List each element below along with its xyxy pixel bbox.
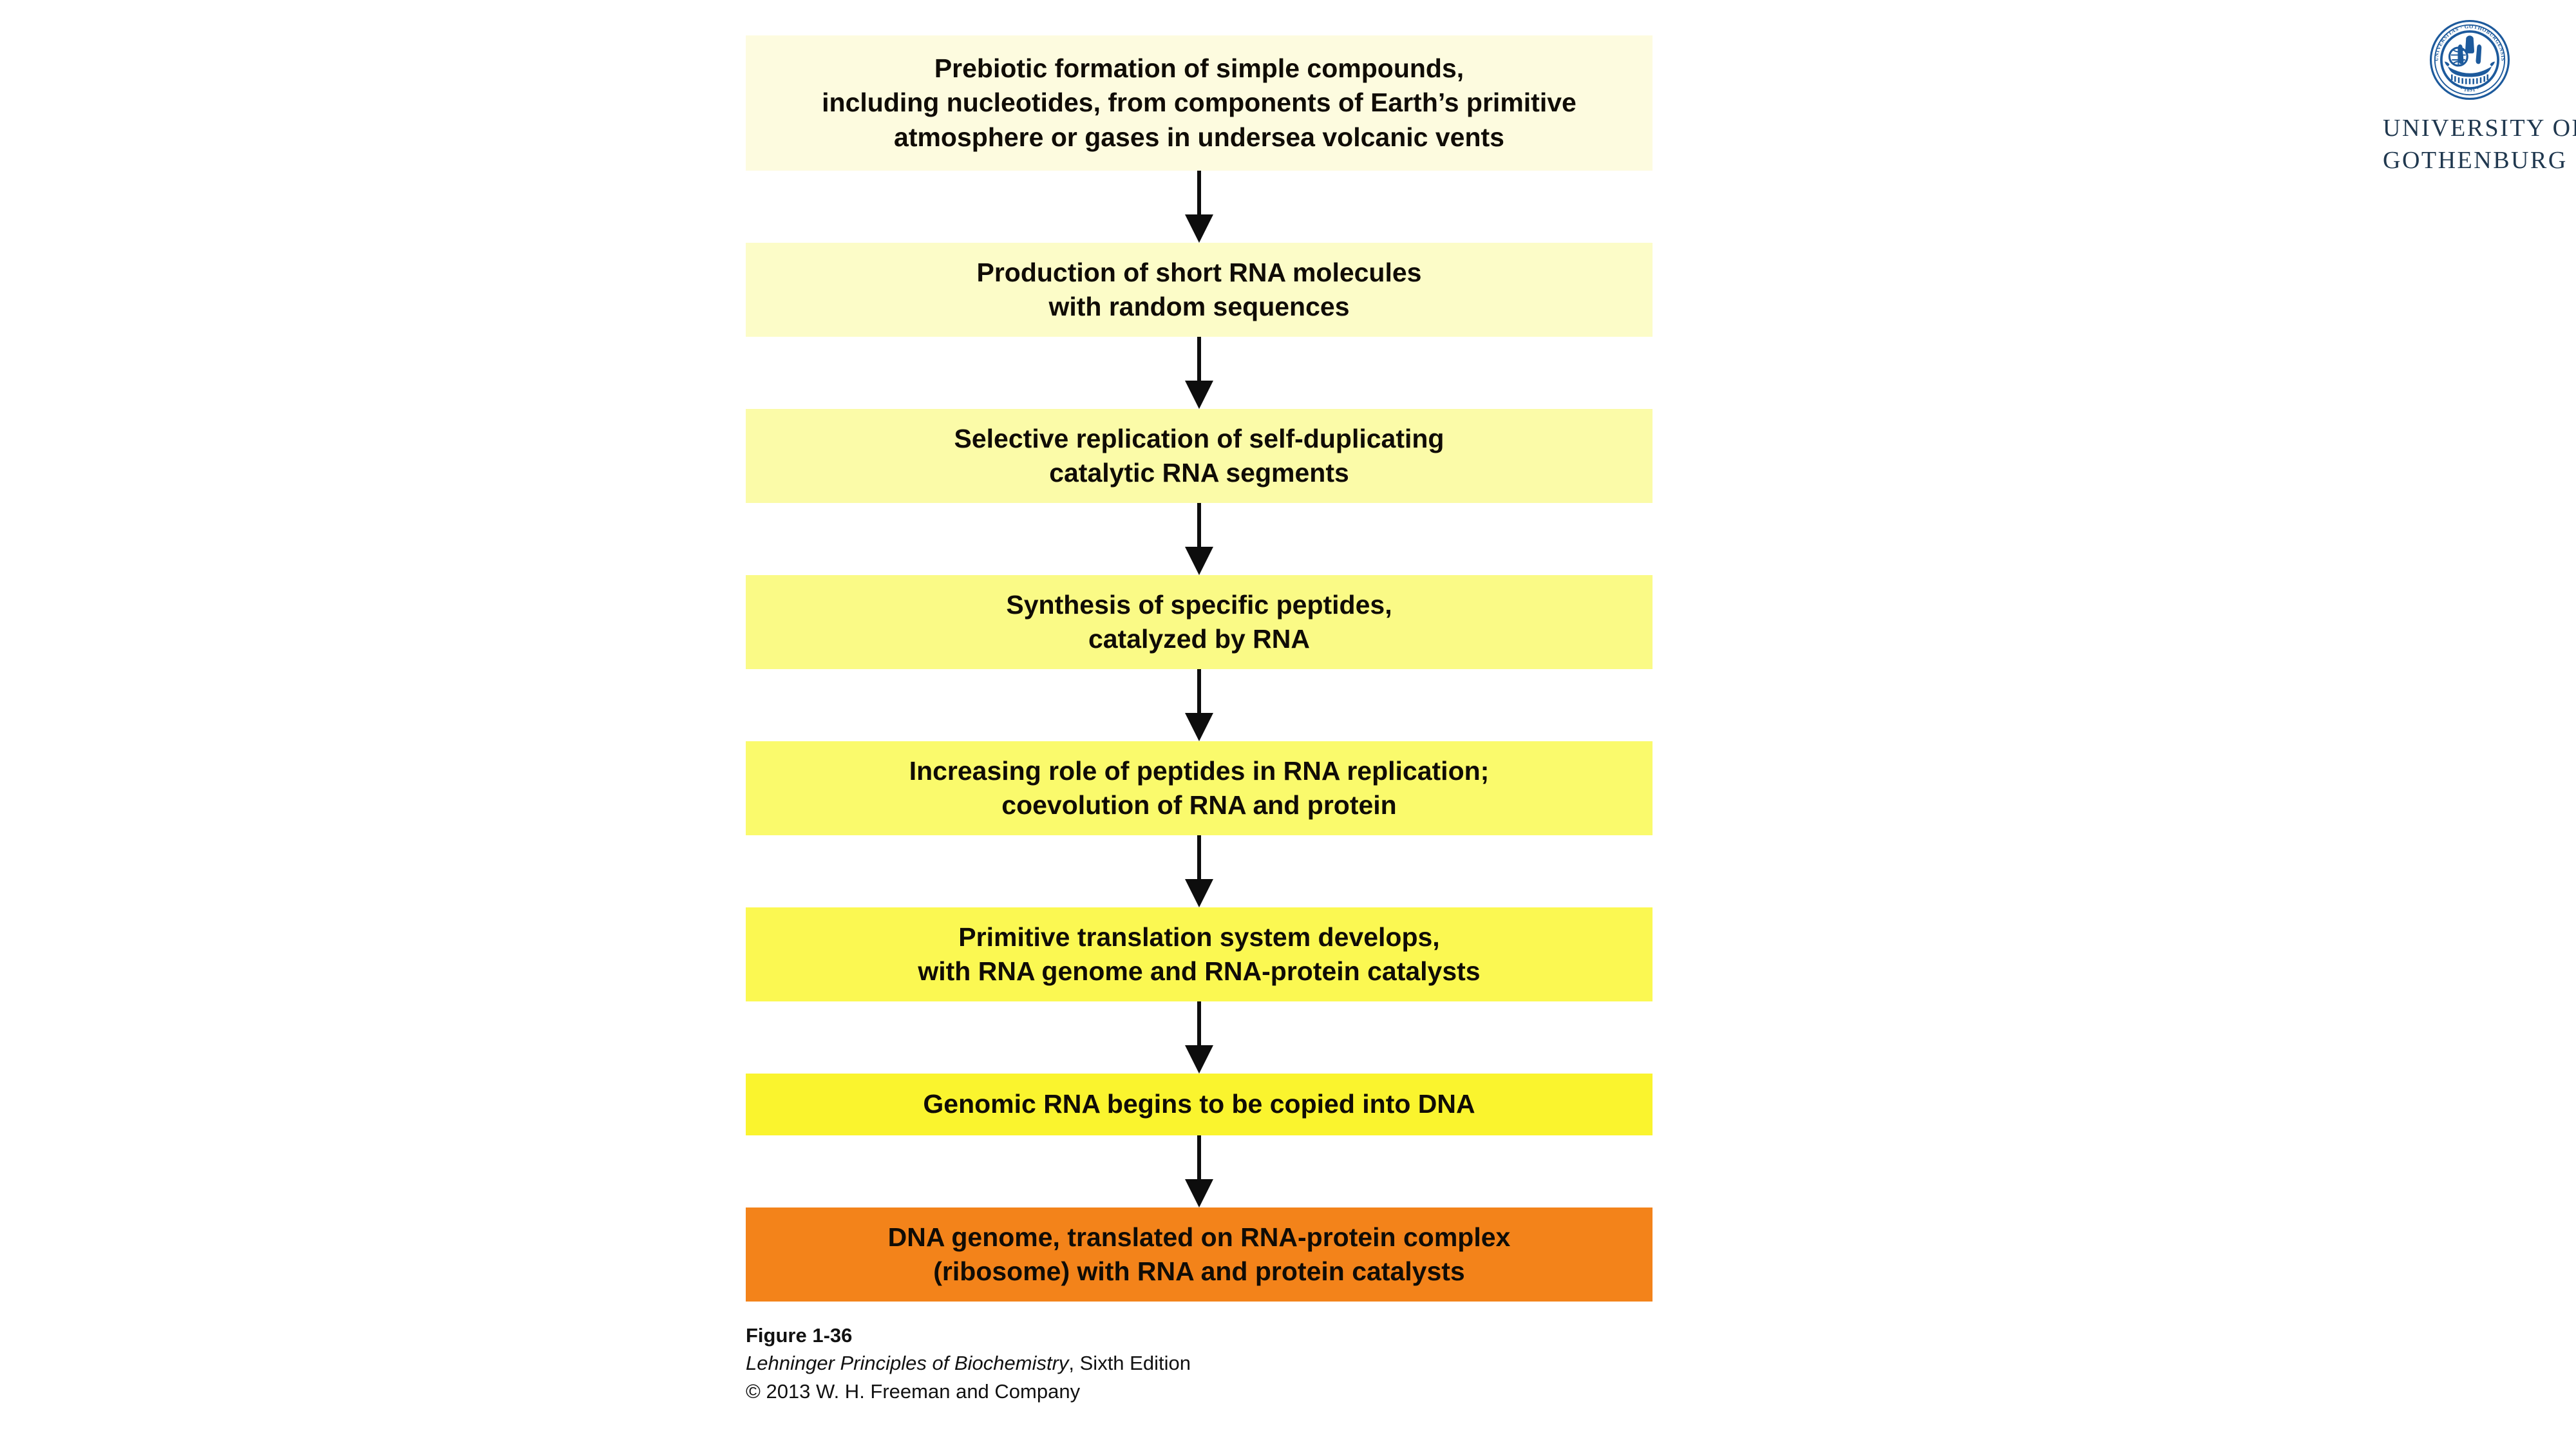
arrow-head-icon bbox=[1185, 879, 1213, 907]
arrow-shaft-icon bbox=[1197, 1135, 1201, 1186]
flow-box-1-line-1: Prebiotic formation of simple compounds, bbox=[934, 53, 1464, 84]
flow-box-2-line-1: Production of short RNA molecules bbox=[976, 257, 1422, 287]
flow-box-2-line-2: with random sequences bbox=[1048, 292, 1350, 321]
flow-arrow-4-to-5 bbox=[746, 669, 1653, 741]
flow-box-text-7: Genomic RNA begins to be copied into DNA bbox=[923, 1087, 1475, 1121]
arrow-shaft-icon bbox=[1197, 171, 1201, 221]
arrow-head-icon bbox=[1185, 713, 1213, 741]
flow-arrow-1-to-2 bbox=[746, 171, 1653, 243]
flow-arrow-5-to-6 bbox=[746, 835, 1653, 907]
flow-box-8-line-1: DNA genome, translated on RNA-protein co… bbox=[887, 1222, 1511, 1252]
flow-box-text-3: Selective replication of self-duplicatin… bbox=[954, 422, 1444, 491]
flow-step-6: Primitive translation system develops, wi… bbox=[746, 907, 1653, 1001]
flowchart: Prebiotic formation of simple compounds,… bbox=[746, 35, 1653, 1302]
flow-box-text-4: Synthesis of specific peptides, catalyzed… bbox=[1006, 588, 1392, 657]
figure-source: Lehninger Principles of Biochemistry, Si… bbox=[746, 1349, 1191, 1377]
flow-box-3-line-2: catalytic RNA segments bbox=[1049, 458, 1349, 488]
flow-box-3-line-1: Selective replication of self-duplicatin… bbox=[954, 423, 1444, 453]
flow-box-4-line-2: catalyzed by RNA bbox=[1088, 624, 1311, 654]
flow-step-3: Selective replication of self-duplicatin… bbox=[746, 409, 1653, 503]
arrow-shaft-icon bbox=[1197, 835, 1201, 886]
arrow-head-icon bbox=[1185, 1045, 1213, 1074]
flow-step-2: Production of short RNA molecules with ra… bbox=[746, 243, 1653, 337]
flow-arrow-2-to-3 bbox=[746, 337, 1653, 409]
figure-number: Figure 1-36 bbox=[746, 1324, 853, 1347]
arrow-head-icon bbox=[1185, 1179, 1213, 1208]
flow-box-text-1: Prebiotic formation of simple compounds,… bbox=[822, 52, 1577, 155]
arrow-head-icon bbox=[1185, 547, 1213, 575]
arrow-shaft-icon bbox=[1197, 503, 1201, 553]
flow-box-4-line-1: Synthesis of specific peptides, bbox=[1006, 589, 1392, 620]
flow-box-8-line-2: (ribosome) with RNA and protein catalyst… bbox=[933, 1256, 1465, 1286]
flow-box-4: Synthesis of specific peptides, catalyzed… bbox=[746, 575, 1653, 669]
arrow-shaft-icon bbox=[1197, 1001, 1201, 1052]
flow-box-1-line-3: atmosphere or gases in undersea volcanic… bbox=[894, 122, 1504, 152]
wordmark-line-1: UNIVERSITY OF bbox=[2383, 115, 2576, 142]
svg-text:· 1891 ·: · 1891 · bbox=[2459, 86, 2480, 93]
flow-box-1: Prebiotic formation of simple compounds,… bbox=[746, 35, 1653, 171]
figure-caption: Figure 1-36 Lehninger Principles of Bioc… bbox=[746, 1321, 1191, 1405]
flow-box-7-line-1: Genomic RNA begins to be copied into DNA bbox=[923, 1089, 1475, 1119]
flow-box-5: Increasing role of peptides in RNA repli… bbox=[746, 741, 1653, 835]
university-wordmark: UNIVERSITY OF GOTHENBURG bbox=[2383, 112, 2576, 176]
flow-box-text-8: DNA genome, translated on RNA-protein co… bbox=[888, 1220, 1511, 1289]
university-logo: UNIVERSITAS · GOTHOBURGENSIS · 1891 · UN… bbox=[2383, 19, 2576, 176]
flow-arrow-6-to-7 bbox=[746, 1001, 1653, 1074]
flow-box-6: Primitive translation system develops, wi… bbox=[746, 907, 1653, 1001]
flow-box-2: Production of short RNA molecules with ra… bbox=[746, 243, 1653, 337]
flow-box-6-line-2: with RNA genome and RNA-protein catalyst… bbox=[918, 956, 1481, 986]
university-seal-icon: UNIVERSITAS · GOTHOBURGENSIS · 1891 · bbox=[2429, 19, 2510, 100]
flow-box-5-line-1: Increasing role of peptides in RNA repli… bbox=[909, 755, 1490, 786]
flow-box-3: Selective replication of self-duplicatin… bbox=[746, 409, 1653, 503]
flow-box-7: Genomic RNA begins to be copied into DNA bbox=[746, 1074, 1653, 1135]
flow-box-5-line-2: coevolution of RNA and protein bbox=[1001, 790, 1397, 820]
flow-box-text-2: Production of short RNA molecules with ra… bbox=[977, 256, 1422, 325]
flow-box-6-line-1: Primitive translation system develops, bbox=[958, 922, 1440, 952]
flow-step-8: DNA genome, translated on RNA-protein co… bbox=[746, 1208, 1653, 1302]
figure-edition: , Sixth Edition bbox=[1068, 1352, 1191, 1375]
flow-step-7: Genomic RNA begins to be copied into DNA bbox=[746, 1074, 1653, 1135]
flow-box-text-5: Increasing role of peptides in RNA repli… bbox=[909, 754, 1490, 823]
wordmark-line-2: GOTHENBURG bbox=[2383, 147, 2568, 175]
flow-step-5: Increasing role of peptides in RNA repli… bbox=[746, 741, 1653, 835]
flow-box-8: DNA genome, translated on RNA-protein co… bbox=[746, 1208, 1653, 1302]
figure-book-title: Lehninger Principles of Biochemistry bbox=[746, 1352, 1069, 1375]
flow-arrow-3-to-4 bbox=[746, 503, 1653, 575]
flow-arrow-7-to-8 bbox=[746, 1135, 1653, 1208]
flow-step-4: Synthesis of specific peptides, catalyzed… bbox=[746, 575, 1653, 669]
flow-step-1: Prebiotic formation of simple compounds,… bbox=[746, 35, 1653, 171]
arrow-shaft-icon bbox=[1197, 669, 1201, 719]
figure-copyright: © 2013 W. H. Freeman and Company bbox=[746, 1379, 1081, 1403]
arrow-head-icon bbox=[1185, 381, 1213, 409]
flow-box-text-6: Primitive translation system develops, wi… bbox=[918, 920, 1480, 989]
flow-box-1-line-2: including nucleotides, from components o… bbox=[822, 88, 1577, 118]
arrow-head-icon bbox=[1185, 214, 1213, 243]
arrow-shaft-icon bbox=[1197, 337, 1201, 387]
